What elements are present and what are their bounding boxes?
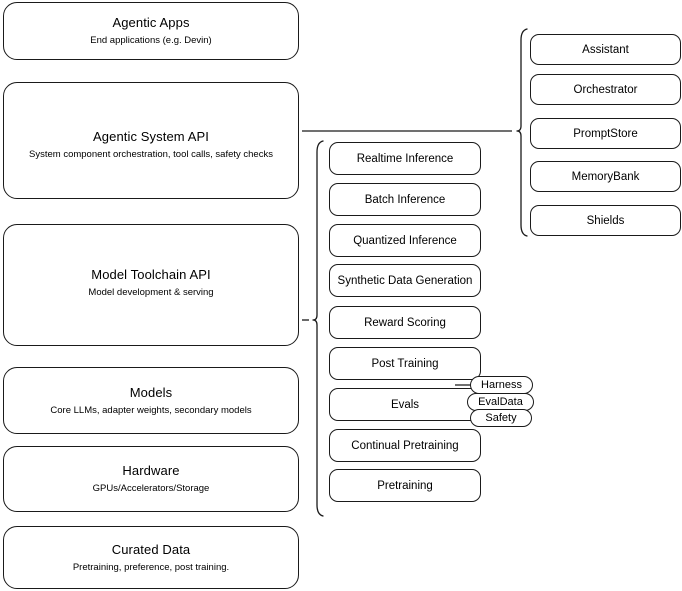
eval-badge-label: Harness <box>481 378 522 391</box>
system-component-label: Orchestrator <box>573 83 638 96</box>
system-component-orchestrator[interactable]: Orchestrator <box>530 74 681 105</box>
toolchain-item-label: Quantized Inference <box>353 234 457 247</box>
layer-agentic-system-api[interactable]: Agentic System API System component orch… <box>3 82 299 199</box>
layer-subtitle: Core LLMs, adapter weights, secondary mo… <box>50 404 252 416</box>
toolchain-item-batch-inference[interactable]: Batch Inference <box>329 183 481 216</box>
toolchain-item-label: Pretraining <box>377 479 433 492</box>
toolchain-item-label: Realtime Inference <box>356 152 454 165</box>
eval-badge-harness[interactable]: Harness <box>470 376 533 394</box>
layer-title: Model Toolchain API <box>91 267 211 282</box>
layer-title: Models <box>129 384 173 400</box>
toolchain-item-synthetic-data-generation[interactable]: Synthetic Data Generation <box>329 264 481 297</box>
layer-subtitle: End applications (e.g. Devin) <box>90 35 212 46</box>
toolchain-item-label: Synthetic Data Generation <box>337 274 473 287</box>
eval-badge-label: Safety <box>485 411 517 424</box>
layer-subtitle: System component orchestration, tool cal… <box>29 149 273 160</box>
layer-title: Agentic System API <box>93 129 209 144</box>
system-component-label: PromptStore <box>573 127 638 140</box>
layer-text-block: Agentic Apps End applications (e.g. Devi… <box>90 15 211 47</box>
toolchain-item-label: Evals <box>390 398 420 411</box>
layer-text-block: Curated Data Pretraining, preference, po… <box>73 542 229 574</box>
layer-title: Curated Data <box>111 541 191 557</box>
toolchain-item-post-training[interactable]: Post Training <box>329 347 481 380</box>
layer-text-block: Agentic System API System component orch… <box>4 129 298 161</box>
layer-hardware[interactable]: Hardware GPUs/Accelerators/Storage <box>3 446 299 512</box>
system-component-promptstore[interactable]: PromptStore <box>530 118 681 149</box>
toolchain-item-label: Reward Scoring <box>364 316 446 329</box>
toolchain-item-realtime-inference[interactable]: Realtime Inference <box>329 142 481 175</box>
layer-text-block: Model Toolchain API Model development & … <box>4 267 298 299</box>
toolchain-item-label: Batch Inference <box>364 193 446 206</box>
system-component-label: MemoryBank <box>571 170 640 183</box>
eval-badge-safety[interactable]: Safety <box>470 409 532 427</box>
toolchain-item-evals[interactable]: Evals <box>329 388 481 421</box>
toolchain-item-label: Post Training <box>371 357 439 370</box>
toolchain-item-pretraining[interactable]: Pretraining <box>329 469 481 502</box>
system-component-label: Shields <box>586 214 625 227</box>
toolchain-item-reward-scoring[interactable]: Reward Scoring <box>329 306 481 339</box>
layer-models[interactable]: Models Core LLMs, adapter weights, secon… <box>3 367 299 434</box>
system-component-label: Assistant <box>582 43 629 56</box>
layer-subtitle: GPUs/Accelerators/Storage <box>92 483 210 494</box>
eval-badge-label: EvalData <box>478 395 523 408</box>
layer-title: Agentic Apps <box>112 15 190 30</box>
layer-text-block: Hardware GPUs/Accelerators/Storage <box>93 463 210 495</box>
toolchain-item-label: Continual Pretraining <box>351 439 459 452</box>
layer-subtitle: Model development & serving <box>88 287 214 298</box>
layer-curated-data[interactable]: Curated Data Pretraining, preference, po… <box>3 526 299 589</box>
layer-subtitle: Pretraining, preference, post training. <box>72 561 230 573</box>
layer-title: Hardware <box>122 463 180 478</box>
toolchain-item-quantized-inference[interactable]: Quantized Inference <box>329 224 481 257</box>
system-component-assistant[interactable]: Assistant <box>530 34 681 65</box>
system-component-shields[interactable]: Shields <box>530 205 681 236</box>
layer-agentic-apps[interactable]: Agentic Apps End applications (e.g. Devi… <box>3 2 299 60</box>
layer-text-block: Models Core LLMs, adapter weights, secon… <box>50 385 251 417</box>
toolchain-item-continual-pretraining[interactable]: Continual Pretraining <box>329 429 481 462</box>
system-component-memorybank[interactable]: MemoryBank <box>530 161 681 192</box>
layer-model-toolchain-api[interactable]: Model Toolchain API Model development & … <box>3 224 299 346</box>
eval-badge-evaldata[interactable]: EvalData <box>467 393 534 411</box>
